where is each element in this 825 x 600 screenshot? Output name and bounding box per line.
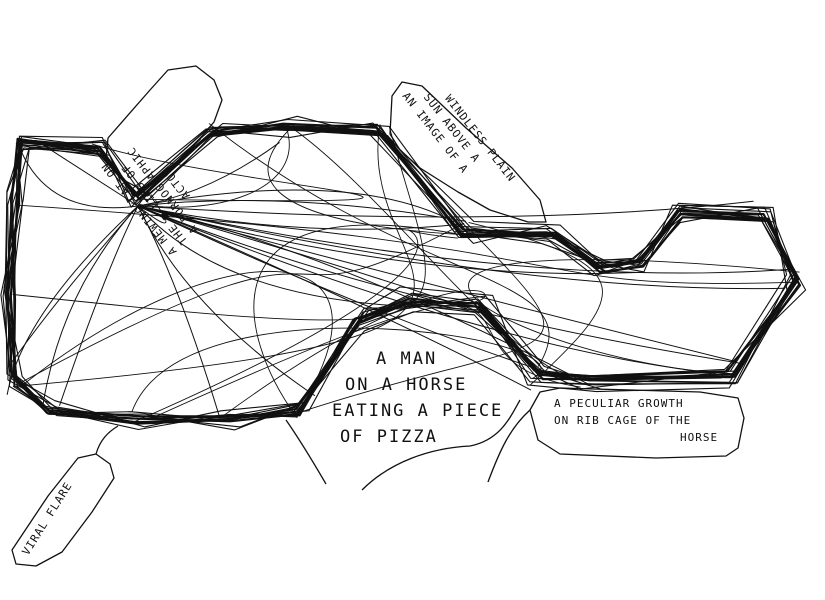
scribble-inner-line — [137, 189, 455, 223]
flare-callout-tail — [95, 425, 119, 455]
scribble-outline-pass — [3, 118, 797, 428]
callout-shapes — [11, 65, 745, 567]
scribble-inner-line — [42, 205, 139, 406]
flare-callout-bubble — [11, 453, 115, 567]
scribble-inner-loop — [208, 123, 550, 367]
scribble-inner-line — [137, 205, 416, 308]
scribble-inner-line — [137, 205, 642, 275]
scribble-outline-pass — [0, 122, 797, 417]
scribble-inner-loop — [91, 143, 364, 202]
growth-callout-bubble — [529, 387, 745, 459]
main-caption: A MAN ON A HORSE EATING A PIECE OF PIZZA — [332, 349, 503, 447]
scribble-inner-line — [137, 205, 464, 230]
scribble-inner-loop — [12, 124, 415, 388]
scribble-outline-group — [0, 115, 807, 431]
scribble-inner-line — [137, 205, 795, 274]
growth-caption: A PECULIAR GROWTH ON RIB CAGE OF THE HOR… — [554, 397, 718, 444]
growth-caption-line-2: ON RIB CAGE OF THE — [554, 414, 691, 427]
scribble-inner-loop — [131, 127, 290, 208]
scribble-inner-line — [6, 205, 139, 395]
scribble-inner-line — [137, 205, 737, 363]
main-caption-line-4: OF PIZZA — [340, 427, 438, 447]
scribble-inner-loop — [220, 290, 486, 419]
scribble-inner-loop — [294, 129, 590, 386]
cat-callout-bubble — [105, 65, 223, 191]
main-caption-line-3: EATING A PIECE — [332, 401, 503, 421]
scribble-outline-pass — [5, 125, 795, 428]
scribble-inner-line — [137, 205, 603, 390]
scribble-inner-loop — [12, 126, 426, 321]
scribble-inner-line — [20, 151, 139, 209]
main-callout-line — [361, 399, 521, 491]
scribble-inner-line — [137, 205, 467, 308]
scribble-inner-loop — [17, 222, 465, 385]
main-caption-line-2: ON A HORSE — [345, 375, 467, 395]
growth-caption-line-3: HORSE — [680, 431, 718, 444]
scribble-inner-line — [137, 200, 754, 218]
sun-callout-bubble — [389, 81, 547, 223]
scribble-inner-loop — [23, 271, 333, 406]
scribble-inner-loop — [468, 259, 800, 374]
scribble-inner-line — [137, 205, 316, 396]
scribble-inner-loop — [468, 222, 603, 386]
growth-callout-tail — [487, 409, 531, 483]
scribble-inner-line — [35, 139, 139, 207]
main-callout-line-left — [285, 419, 327, 485]
scribble-inner-line — [137, 205, 532, 391]
scribble-inner-loop — [291, 225, 545, 416]
main-caption-line-1: A MAN — [376, 349, 437, 369]
growth-caption-line-1: A PECULIAR GROWTH — [554, 397, 684, 410]
scribble-inner-line — [137, 192, 167, 224]
scribble-inner-loop — [131, 327, 542, 412]
scribble-inner-line — [59, 205, 139, 406]
